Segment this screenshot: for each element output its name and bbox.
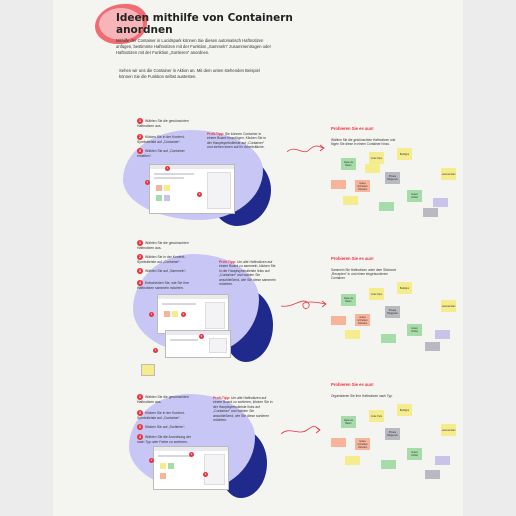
- sticky-note[interactable]: [345, 456, 360, 465]
- sticky-note[interactable]: [331, 438, 346, 447]
- sticky-note[interactable]: [379, 202, 394, 211]
- sticky-note[interactable]: [423, 208, 438, 217]
- sticky-note[interactable]: [381, 334, 396, 343]
- marker-3: 3: [203, 472, 208, 477]
- marker-3: 3: [199, 334, 204, 339]
- sticky-note[interactable]: [331, 180, 346, 189]
- marker-2: 2: [181, 312, 186, 317]
- sticky-note[interactable]: Ideas de Baum: [341, 294, 356, 306]
- sticky-note[interactable]: [331, 316, 346, 325]
- sticky-note[interactable]: Code Tops: [369, 410, 384, 422]
- sticky-note[interactable]: Guten Artikel: [407, 324, 422, 336]
- sticky-note[interactable]: Lebensmittel: [441, 300, 456, 312]
- marker-1: 1: [165, 166, 170, 171]
- arrow-icon: [280, 300, 327, 309]
- screenshot-container-menu: [149, 164, 235, 214]
- sticky-note[interactable]: Boktipps: [397, 148, 412, 160]
- sticky-note[interactable]: Gutes schreiben Vorteilen: [355, 314, 370, 326]
- page-title: Ideen mithilfe von Containern anordnen: [116, 12, 293, 36]
- sticky-note[interactable]: Gutes schreiben Vorteilen: [355, 180, 370, 192]
- sticky-note[interactable]: [433, 198, 448, 207]
- screenshot-collect-menu: [157, 294, 229, 334]
- sticky-note[interactable]: [425, 342, 440, 351]
- marker-1: 1: [149, 458, 154, 463]
- try-it-description: Sammeln Sie Haftnotizen unter dem Stichw…: [331, 268, 397, 281]
- screenshot-sticky: [141, 364, 155, 376]
- sticky-note[interactable]: [345, 330, 360, 339]
- marker-2: 2: [145, 180, 150, 185]
- marker-4: 4: [153, 348, 158, 353]
- sticky-note[interactable]: [365, 164, 380, 173]
- sticky-note[interactable]: [343, 196, 358, 205]
- sticky-note[interactable]: [425, 470, 440, 479]
- try-it-title: Probieren Sie es aus!: [331, 126, 374, 131]
- sticky-note[interactable]: Code Tops: [369, 152, 384, 164]
- try-it-description: Organisieren Sie Ihre Haftnotizen nach T…: [331, 394, 393, 398]
- marker-3: 3: [197, 192, 202, 197]
- sticky-note[interactable]: Boktipps: [397, 282, 412, 294]
- intro-text-2: Sehen wir uns die Container in Aktion an…: [119, 68, 260, 79]
- arrow-icon: [286, 144, 325, 153]
- sticky-note[interactable]: Lebensmittel: [441, 168, 456, 180]
- pro-tip: Profi-Tipp: Sie können Container in eine…: [207, 132, 266, 150]
- sticky-note[interactable]: Boktipps: [397, 404, 412, 416]
- sticky-note[interactable]: [435, 456, 450, 465]
- whiteboard-canvas[interactable]: Ideen mithilfe von Containern anordnen M…: [53, 0, 463, 516]
- sticky-note[interactable]: Private Blogposts: [385, 172, 400, 184]
- sticky-note[interactable]: Gutes schreiben Vorteilen: [355, 438, 370, 450]
- sticky-note[interactable]: Ideas de Baum: [341, 158, 356, 170]
- sticky-note[interactable]: Private Blogposts: [385, 428, 400, 440]
- marker-2: 2: [189, 452, 194, 457]
- arrow-icon: [280, 425, 321, 435]
- try-it-description: Wählen Sie die gewünschten Haftnotizen u…: [331, 138, 396, 147]
- sticky-note[interactable]: Private Blogposts: [385, 306, 400, 318]
- title-decoration-blob-light: [99, 8, 143, 40]
- section-container-create: 1 Wählen Sie die gewünschten Haftnotizen …: [53, 110, 463, 245]
- screenshot-sort-menu: [153, 446, 229, 490]
- sticky-note[interactable]: Lebensmittel: [441, 424, 456, 436]
- try-it-title: Probieren Sie es aus!: [331, 256, 374, 261]
- sticky-note[interactable]: [381, 460, 396, 469]
- sticky-note[interactable]: Ideas de Baum: [341, 416, 356, 428]
- intro-text: Mithilfe der Container in Lucidspark kön…: [116, 38, 272, 55]
- pro-tip: Profi-Tipp: Um alle Haftnotizen auf eine…: [213, 396, 273, 423]
- sticky-note[interactable]: Guten Artikel: [407, 190, 422, 202]
- sticky-note[interactable]: Code Tops: [369, 288, 384, 300]
- marker-1: 1: [149, 312, 154, 317]
- sticky-note[interactable]: [435, 330, 450, 339]
- screenshot-collect-result: [165, 330, 231, 358]
- try-it-title: Probieren Sie es aus!: [331, 382, 374, 387]
- sticky-note[interactable]: Guten Artikel: [407, 448, 422, 460]
- pro-tip: Profi-Tipp: Um alle Haftnotizen auf eine…: [219, 260, 276, 287]
